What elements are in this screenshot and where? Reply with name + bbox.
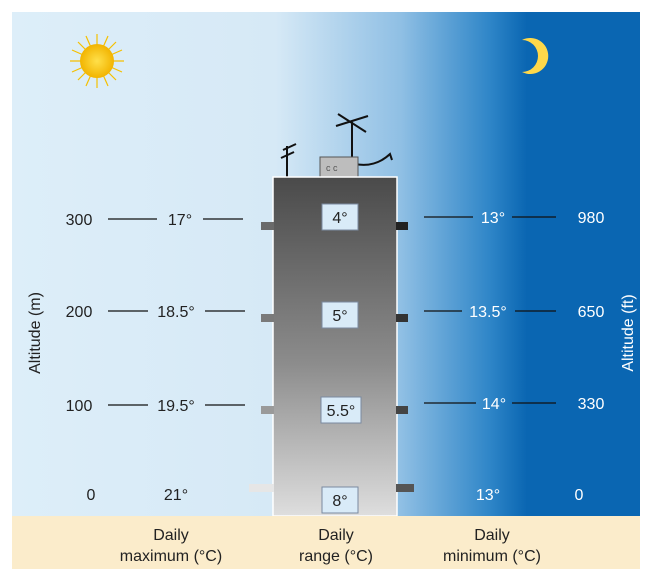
altitude-m-value: 300 (66, 212, 93, 229)
sun-icon (70, 34, 124, 88)
daily-min-value: 13° (476, 487, 500, 504)
footer-range-line1: Daily (318, 527, 354, 544)
daily-range-value: 8° (332, 493, 347, 510)
daily-max-value: 21° (164, 487, 188, 504)
footer-min-line2: minimum (°C) (443, 548, 541, 565)
tower: c c (249, 113, 414, 517)
altitude-ft-value: 980 (578, 210, 605, 227)
altitude-ft-value: 330 (578, 396, 605, 413)
daily-range-value: 5.5° (327, 403, 356, 420)
footer-band (12, 516, 640, 569)
footer-min-line1: Daily (474, 527, 510, 544)
daily-max-value: 19.5° (157, 398, 195, 415)
daily-min-value: 13.5° (469, 304, 507, 321)
daily-min-value: 14° (482, 396, 506, 413)
left-axis-label: Altitude (m) (27, 292, 44, 374)
right-axis-label: Altitude (ft) (620, 294, 637, 371)
footer-max-line1: Daily (153, 527, 189, 544)
altitude-m-value: 100 (66, 398, 93, 415)
footer-range-line2: range (°C) (299, 548, 373, 565)
daily-min-value: 13° (481, 210, 505, 227)
altitude-ft-value: 650 (578, 304, 605, 321)
daily-max-value: 17° (168, 212, 192, 229)
connector-lines (108, 216, 556, 406)
footer-max-line2: maximum (°C) (120, 548, 222, 565)
crescent-moon-icon (522, 38, 549, 74)
daily-range-value: 4° (332, 210, 347, 227)
daily-range-value: 5° (332, 308, 347, 325)
altitude-m-value: 0 (87, 487, 96, 504)
daily-max-value: 18.5° (157, 304, 195, 321)
svg-text:c c: c c (326, 163, 338, 173)
altitude-ft-value: 0 (575, 487, 584, 504)
altitude-m-value: 200 (66, 304, 93, 321)
